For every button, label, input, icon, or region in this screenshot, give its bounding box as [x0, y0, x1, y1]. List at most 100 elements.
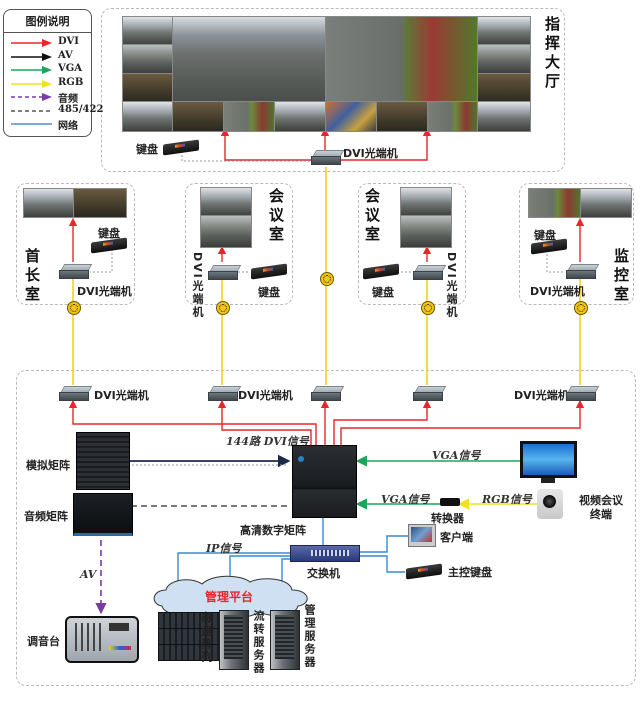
network-switch-device	[290, 545, 360, 562]
room-meeting-2-zone	[358, 183, 466, 305]
monitor-stand	[541, 478, 555, 483]
room-chief-screen	[23, 188, 74, 218]
optic-transceiver-icon	[208, 265, 242, 280]
optic-transceiver-icon	[59, 264, 93, 279]
legend-swatch-icon	[11, 52, 52, 61]
master-keyboard-label: 主控键盘	[448, 566, 492, 579]
equip-optic-label-1: DVI光端机	[94, 389, 149, 402]
room-meeting-1-title: 会议室	[267, 188, 285, 245]
optic-transceiver-icon	[566, 264, 600, 279]
legend-swatch-icon	[11, 66, 52, 74]
command-hall-zone	[101, 8, 565, 172]
hd-matrix-label: 高清数字矩阵	[240, 524, 306, 537]
room-monitor-keyboard-label: 键盘	[534, 229, 556, 242]
analog-matrix-device	[76, 432, 130, 490]
room-monitor-optic-label: DVI光端机	[530, 285, 585, 298]
mixer-device	[65, 616, 139, 663]
legend-swatch-icon	[11, 109, 52, 112]
converter-label: 转换器	[431, 512, 464, 525]
rgb-signal-label: RGB信号	[482, 493, 532, 506]
legend-item-label: 网络	[58, 121, 78, 132]
legend-item-label: 音频	[58, 94, 78, 105]
wall-tile	[172, 101, 225, 132]
room-meeting-1-screen	[200, 215, 252, 248]
legend-item-label: 485/422	[58, 103, 104, 115]
equip-optic-label-3: DVI光端机	[514, 389, 569, 402]
dvi-signal-label: 144路 DVI信号	[226, 435, 309, 448]
stream-server-label: 流转服务器	[252, 610, 265, 675]
optic-transceiver-icon	[59, 386, 93, 401]
management-server-label: 管理服务器	[303, 604, 316, 669]
legend-item: 网络	[4, 117, 91, 132]
vga-signal-label-2: VGA信号	[381, 493, 430, 506]
wall-tile-main-right	[325, 16, 479, 103]
video-wall	[122, 16, 531, 132]
disk-array-unit	[158, 644, 224, 661]
legend-item: 485/422	[4, 104, 103, 118]
ip-signal-label: IP信号	[206, 542, 242, 555]
wall-tile	[122, 73, 174, 103]
room-chief-title: 首长室	[23, 248, 41, 305]
display-monitor-device	[520, 441, 577, 478]
switch-label: 交换机	[307, 567, 340, 580]
equip-optic-label-2: DVI光端机	[238, 389, 293, 402]
legend-swatch-icon	[11, 79, 52, 88]
wall-tile	[477, 16, 531, 46]
wall-tile	[477, 101, 531, 132]
fiber-node-icon	[320, 272, 334, 286]
room-meeting-2-optic-label: DVI光端机	[445, 252, 458, 319]
fiber-node-icon	[216, 301, 230, 315]
room-meeting-1-keyboard-label: 键盘	[258, 286, 280, 299]
command-hall-keyboard-label: 键盘	[136, 143, 158, 156]
wall-tile	[274, 101, 327, 132]
video-conference-label: 视频会议终端	[579, 494, 623, 521]
command-hall-optic-label: DVI光端机	[343, 147, 398, 160]
legend-swatch-icon	[11, 93, 52, 101]
optic-transceiver-icon	[566, 386, 600, 401]
optic-transceiver-icon	[311, 386, 345, 401]
fiber-node-icon	[574, 301, 588, 315]
optic-transceiver-icon	[413, 386, 447, 401]
wall-tile	[376, 101, 429, 132]
legend-item: RGB	[4, 77, 91, 91]
matrix-logo-icon	[298, 456, 304, 462]
room-chief-optic-label: DVI光端机	[77, 285, 132, 298]
wall-tile	[223, 101, 276, 132]
optic-transceiver-icon	[311, 150, 345, 165]
audio-matrix-label: 音频矩阵	[24, 510, 68, 523]
client-pc-device	[408, 524, 436, 547]
audio-matrix-device	[73, 493, 133, 536]
legend-swatch-icon	[11, 39, 52, 47]
fiber-node-icon	[421, 301, 435, 315]
legend-item: VGA	[4, 63, 91, 77]
conference-camera-device	[537, 489, 563, 519]
room-meeting-2-screen	[400, 187, 452, 217]
mixer-label: 调音台	[27, 635, 60, 648]
wall-tile	[325, 101, 378, 132]
room-meeting-2-title: 会议室	[363, 188, 381, 245]
room-chief-screen	[73, 188, 127, 218]
room-meeting-1-screen	[200, 187, 252, 217]
room-monitor-screen	[580, 188, 632, 218]
legend-item: DVI	[4, 36, 91, 50]
wall-tile	[122, 101, 174, 132]
wall-tile	[477, 44, 531, 75]
converter-device	[440, 498, 460, 506]
room-meeting-1-optic-label: DVI光端机	[191, 252, 204, 319]
legend-item: 音频	[4, 90, 91, 105]
wall-tile	[427, 101, 479, 132]
wall-tile	[122, 44, 174, 75]
wall-tile	[477, 73, 531, 104]
management-server-device	[270, 610, 300, 670]
legend-item-label: DVI	[58, 36, 79, 47]
analog-matrix-label: 模拟矩阵	[26, 459, 70, 472]
legend-swatch-icon	[11, 123, 52, 125]
stream-server-device	[219, 610, 249, 670]
legend-item-label: VGA	[58, 63, 83, 74]
wall-tile-main-left	[172, 16, 327, 103]
legend-item-label: RGB	[58, 76, 84, 88]
room-monitor-title: 监控室	[612, 248, 630, 305]
disk-array-label: 磁盘阵列	[200, 612, 213, 664]
optic-transceiver-icon	[413, 265, 447, 280]
